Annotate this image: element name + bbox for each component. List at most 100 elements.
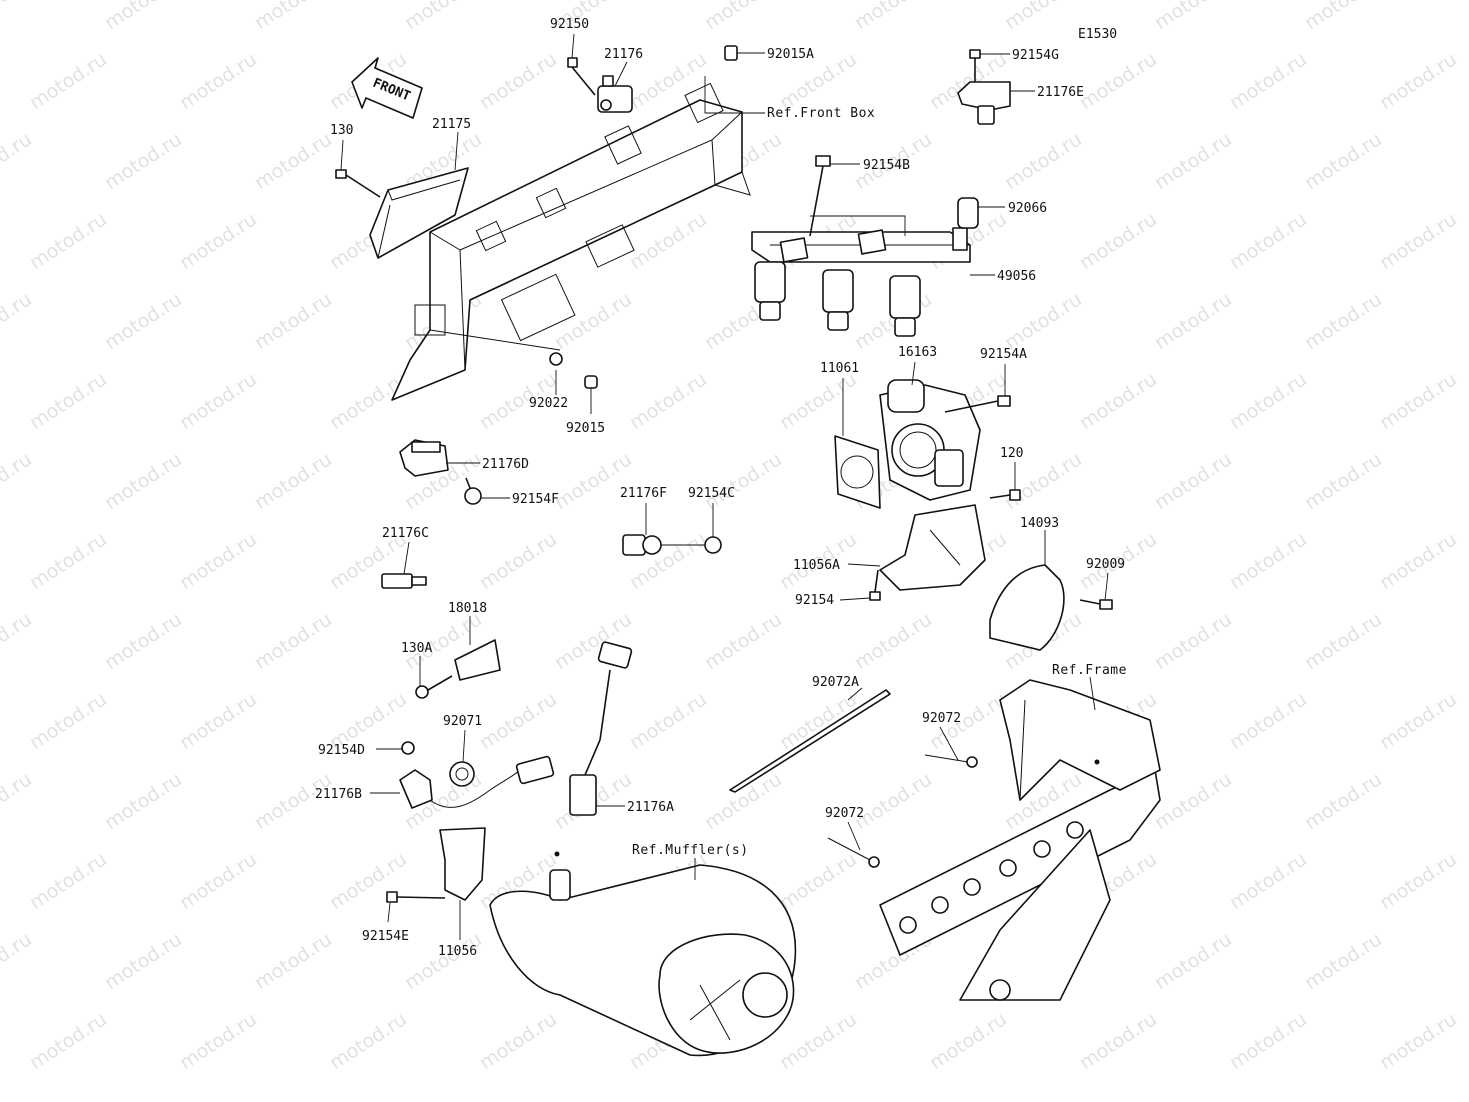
watermark-text: motod.ru [26, 848, 111, 914]
watermark-text: motod.ru [1001, 128, 1086, 194]
watermark-text: motod.ru [851, 0, 936, 34]
strap-92072-b [827, 837, 880, 868]
label-92022: 92022 [529, 396, 568, 411]
sensor-21176c [381, 573, 427, 589]
watermark-text: motod.ru [626, 368, 711, 434]
watermark-text: motod.ru [101, 928, 186, 994]
watermark-text: motod.ru [701, 0, 786, 34]
label-14093: 14093 [1020, 516, 1059, 531]
o2-sensor-21176a [569, 641, 633, 816]
watermark-text: motod.ru [1076, 48, 1161, 114]
label-21176a: 21176A [627, 800, 674, 815]
muffler [489, 864, 797, 1057]
watermark-text: motod.ru [1226, 208, 1311, 274]
label-92154: 92154 [795, 593, 834, 608]
ref-mufflers: Ref.Muffler(s) [632, 843, 749, 858]
watermark-text: motod.ru [26, 368, 111, 434]
strap-92072a [729, 689, 891, 793]
watermark-text: motod.ru [1226, 368, 1311, 434]
watermark-text: motod.ru [1301, 608, 1386, 674]
sensor-21176b [399, 755, 555, 809]
injector-3 [889, 275, 921, 337]
ecu-21175 [369, 167, 469, 259]
watermark-text: motod.ru [626, 688, 711, 754]
watermark-text: motod.ru [101, 128, 186, 194]
watermark-text: motod.ru [26, 1008, 111, 1074]
label-92154a: 92154A [980, 347, 1027, 362]
watermark-text: motod.ru [0, 0, 36, 34]
cover-14093 [989, 564, 1065, 651]
watermark-text: motod.ru [476, 48, 561, 114]
cap-92066 [957, 197, 979, 229]
watermark-text: motod.ru [701, 608, 786, 674]
watermark-text: motod.ru [851, 608, 936, 674]
watermark-text: motod.ru [1076, 368, 1161, 434]
watermark-text: motod.ru [476, 528, 561, 594]
label-92154b: 92154B [863, 158, 910, 173]
label-18018: 18018 [448, 601, 487, 616]
watermark-text: motod.ru [776, 848, 861, 914]
watermark-text: motod.ru [926, 1008, 1011, 1074]
watermark-text: motod.ru [1301, 928, 1386, 994]
label-21175: 21175 [432, 117, 471, 132]
watermark-text: motod.ru [1376, 1008, 1461, 1074]
label-21176d: 21176D [482, 457, 529, 472]
connector-92015a [724, 45, 738, 61]
label-92154e: 92154E [362, 929, 409, 944]
label-92154g: 92154G [1012, 48, 1059, 63]
bracket-18018 [454, 639, 501, 681]
label-21176f: 21176F [620, 486, 667, 501]
label-11056: 11056 [438, 944, 477, 959]
nut-92015 [584, 375, 598, 389]
watermark-text: motod.ru [26, 208, 111, 274]
watermark-text: motod.ru [0, 288, 36, 354]
watermark-text: motod.ru [1151, 768, 1236, 834]
watermark-text: motod.ru [1376, 48, 1461, 114]
watermark-text: motod.ru [26, 688, 111, 754]
watermark-text: motod.ru [1226, 528, 1311, 594]
watermark-text: motod.ru [1301, 0, 1386, 34]
label-21176b: 21176B [315, 787, 362, 802]
watermark-text: motod.ru [1151, 288, 1236, 354]
watermark-text: motod.ru [1151, 608, 1236, 674]
washer-92022 [549, 352, 563, 366]
sensor-21176e-assembly [957, 49, 1011, 125]
watermark-text: motod.ru [1226, 688, 1311, 754]
watermark-text: motod.ru [251, 0, 336, 34]
label-21176c: 21176C [382, 526, 429, 541]
watermark-text: motod.ru [176, 688, 261, 754]
diagram-code: E1530 [1078, 27, 1117, 42]
grommet-92071 [449, 761, 475, 787]
bracket-11056 [439, 827, 486, 901]
watermark-text: motod.ru [251, 448, 336, 514]
label-92072-b: 92072 [825, 806, 864, 821]
watermark-text: motod.ru [251, 608, 336, 674]
watermark-text: motod.ru [1301, 448, 1386, 514]
frame [879, 679, 1161, 1001]
sensor-21176 [597, 75, 633, 113]
watermark-text: motod.ru [1226, 848, 1311, 914]
watermark-text: motod.ru [551, 288, 636, 354]
watermark-text: motod.ru [101, 0, 186, 34]
label-130a: 130A [401, 641, 432, 656]
throttle-body [879, 379, 981, 501]
watermark-text: motod.ru [1151, 0, 1236, 34]
watermark-text: motod.ru [176, 208, 261, 274]
bracket-11056a [879, 504, 986, 591]
label-16163: 16163 [898, 345, 937, 360]
label-11061: 11061 [820, 361, 859, 376]
watermark-text: motod.ru [701, 768, 786, 834]
bolt-92150 [567, 57, 596, 96]
label-92066: 92066 [1008, 201, 1047, 216]
gasket-11061 [834, 435, 881, 509]
watermark-text: motod.ru [101, 448, 186, 514]
watermark-text: motod.ru [176, 1008, 261, 1074]
watermark-text: motod.ru [176, 848, 261, 914]
part-labels: E1530 92150 21176 92015A 92154G 21176E R… [315, 17, 1126, 959]
label-92015: 92015 [566, 421, 605, 436]
label-92154c: 92154C [688, 486, 735, 501]
watermark-text: motod.ru [1301, 288, 1386, 354]
watermark-text: motod.ru [1001, 288, 1086, 354]
